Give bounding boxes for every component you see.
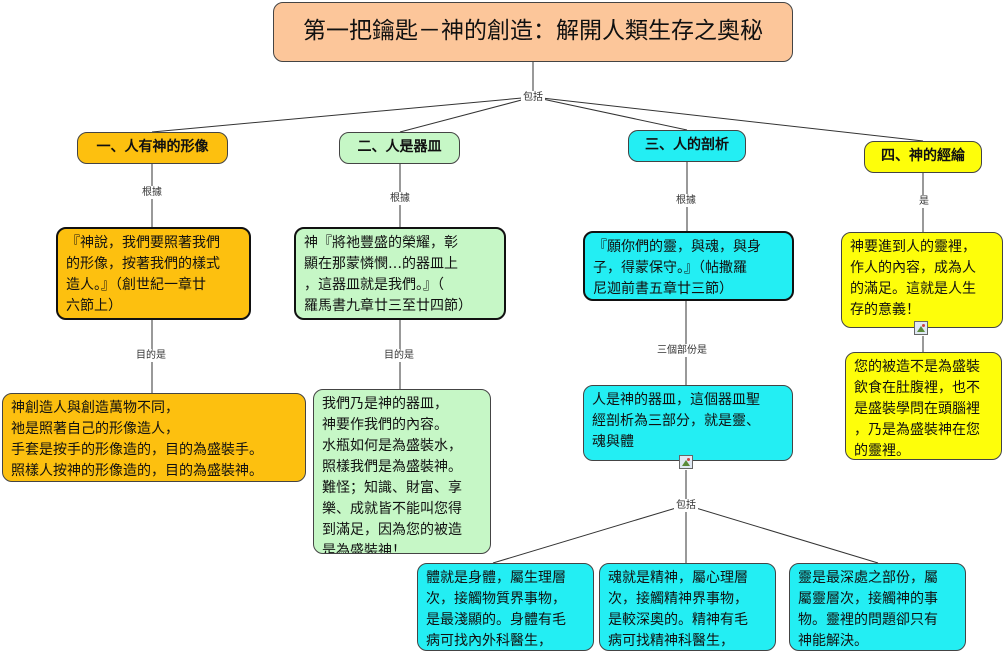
link-hub-part3 xyxy=(685,504,879,564)
label-include: 包括 xyxy=(521,91,545,104)
branch-verse-3[interactable]: 『願你們的靈，與魂，與身 子，得蒙保守。』（帖撒羅 尼迦前書五章廿三節） xyxy=(583,231,794,301)
label-basis-1: 根據 xyxy=(140,186,164,199)
branch-title-4[interactable]: 四、神的經綸 xyxy=(864,141,982,173)
link-hub-b1 xyxy=(151,96,534,133)
branch-title-3[interactable]: 三、人的剖析 xyxy=(628,130,746,162)
label-purpose-2: 目的是 xyxy=(382,349,416,362)
label-basis-2: 根據 xyxy=(388,192,412,205)
branch-verse-4[interactable]: 神要進到人的靈裡， 作人的內容，成為人 的滿足。這就是人生 存的意義！ xyxy=(841,232,1003,328)
label-three-parts: 三個部份是 xyxy=(655,344,709,357)
branch-title-2[interactable]: 二、人是器皿 xyxy=(339,132,460,164)
image-attachment-icon[interactable] xyxy=(914,321,928,335)
image-attachment-icon[interactable] xyxy=(679,455,693,469)
link-hub-part1 xyxy=(492,504,687,564)
branch-detail-3[interactable]: 人是神的器皿，這個器皿聖 經剖析為三部分，就是靈、 魂與體 xyxy=(583,385,793,461)
branch-verse-2[interactable]: 神『將祂豐盛的榮耀，彰 顯在那蒙憐憫…的器皿上 ，這器皿就是我們。』（ 羅馬書九… xyxy=(294,227,506,320)
label-basis-3: 根據 xyxy=(674,194,698,207)
branch-detail-1[interactable]: 神創造人與創造萬物不同， 祂是照著自己的形像造人， 手套是按手的形像造的，目的為… xyxy=(2,393,306,482)
link-hub-b3 xyxy=(532,96,688,131)
branch-verse-1[interactable]: 『神說，我們要照著我們 的形像，按著我們的樣式 造人。』（創世紀一章廿 六節上） xyxy=(56,227,251,320)
link-hub-b2 xyxy=(399,96,534,133)
label-purpose-1: 目的是 xyxy=(134,349,168,362)
branch-detail-2[interactable]: 我們乃是神的器皿， 神要作我們的內容。 水瓶如何是為盛裝水， 照樣我們是為盛裝神… xyxy=(313,389,491,554)
part-body[interactable]: 體就是身體，屬生理層 次，接觸物質界事物， 是最淺顯的。身體有毛 病可找內外科醫… xyxy=(417,563,594,651)
label-include-parts: 包括 xyxy=(674,499,698,512)
root-topic[interactable]: 第一把鑰匙－神的創造：解開人類生存之奧秘 xyxy=(273,2,793,62)
part-soul[interactable]: 魂就是精神，屬心理層 次，接觸精神界事物， 是較深奧的。精神有毛 病可找精神科醫… xyxy=(599,563,776,651)
label-is: 是 xyxy=(917,195,931,208)
part-spirit[interactable]: 靈是最深處之部份，屬 屬靈層次，接觸神的事 物。靈裡的問題卻只有 神能解決。 xyxy=(789,563,966,651)
branch-detail-4[interactable]: 您的被造不是為盛裝 飲食在肚腹裡，也不 是盛裝學問在頭腦裡 ，乃是為盛裝神在您 … xyxy=(845,352,1002,460)
link-hub-b4 xyxy=(532,96,924,142)
branch-title-1[interactable]: 一、人有神的形像 xyxy=(77,132,228,164)
